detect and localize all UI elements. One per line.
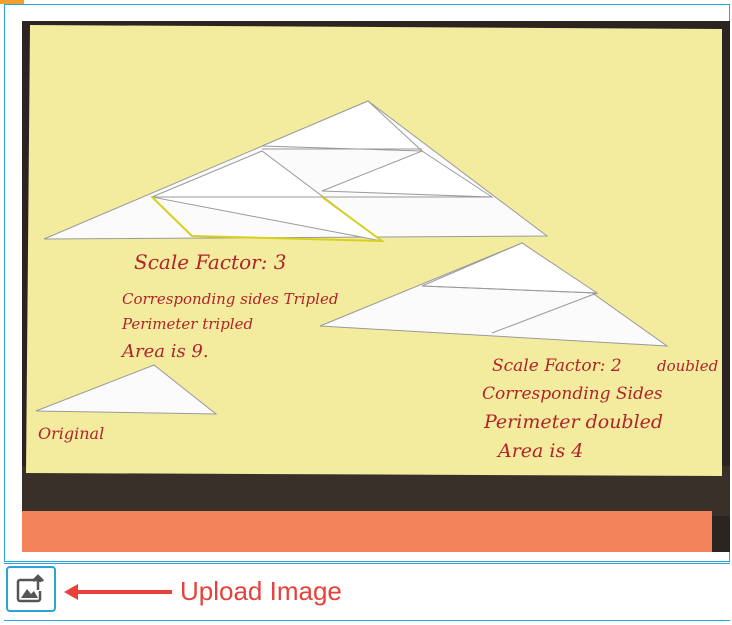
orange-tab-marker [0, 0, 24, 4]
mid-doubled-text: doubled [657, 357, 718, 375]
original-label-text: Original [38, 424, 104, 443]
photo-illustration: Scale Factor: 3 Corresponding sides Trip… [22, 21, 730, 552]
mid-grid-line-2 [491, 292, 598, 334]
upload-callout: Upload Image [64, 576, 342, 607]
big-sides-text: Corresponding sides Tripled [122, 290, 338, 308]
big-perimeter-text: Perimeter tripled [121, 315, 253, 333]
image-upload-icon [16, 574, 44, 603]
uploaded-photo: Scale Factor: 3 Corresponding sides Trip… [22, 21, 730, 552]
big-triangle-group [43, 100, 549, 243]
mid-sides-text: Corresponding Sides [482, 384, 663, 404]
big-inner-tile-1 [150, 150, 383, 242]
image-frame: Scale Factor: 3 Corresponding sides Trip… [4, 4, 730, 562]
big-highlight [151, 196, 386, 243]
upload-image-button[interactable] [6, 566, 56, 612]
orange-paper [22, 511, 712, 552]
mid-area-text: Area is 4 [496, 440, 583, 462]
big-triangle [43, 100, 549, 240]
mid-triangle [319, 242, 669, 347]
mid-triangle-group [319, 242, 669, 347]
mid-perimeter-text: Perimeter doubled [483, 411, 663, 433]
upload-toolbar: Upload Image [4, 563, 730, 621]
mid-scale-text: Scale Factor: 2 [492, 356, 622, 376]
mid-grid-line [421, 285, 598, 294]
left-arrow-icon [64, 583, 172, 600]
big-inner-tile-3 [321, 150, 494, 198]
yellow-poster [26, 25, 722, 476]
upload-image-label: Upload Image [180, 576, 342, 606]
big-scale-text: Scale Factor: 3 [134, 250, 287, 274]
original-triangle [35, 364, 218, 415]
big-area-text: Area is 9. [120, 341, 209, 362]
